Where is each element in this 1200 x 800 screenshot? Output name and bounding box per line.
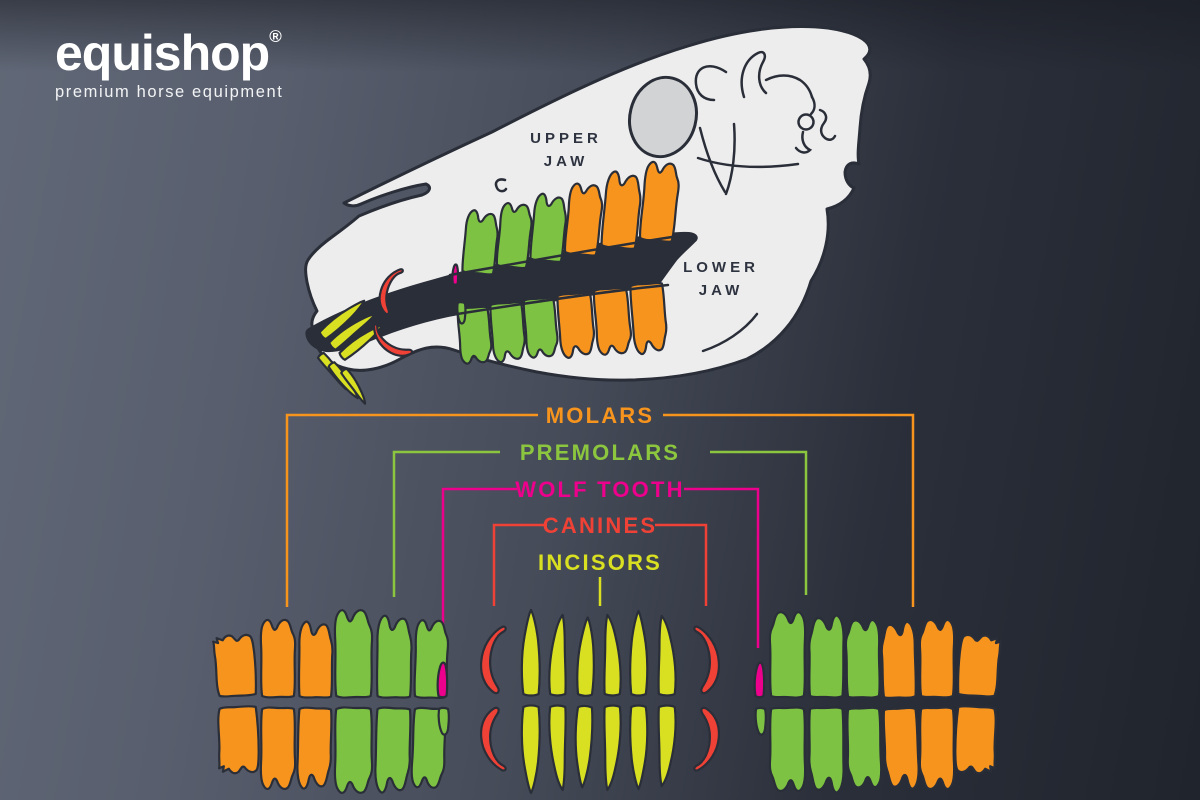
molar-tooth-upper (881, 622, 917, 699)
skull-teeth (317, 161, 681, 404)
skull-upper-canine (376, 266, 403, 316)
lower-jaw-label-line2: JAW (698, 282, 744, 299)
premolars-bracket (392, 450, 808, 597)
incisor-tooth-upper (522, 610, 540, 696)
right-group (755, 612, 1001, 792)
wolf-tooth-bracket (441, 487, 760, 648)
canine-tooth-lower (481, 708, 506, 771)
left-group (213, 610, 449, 793)
lower-jaw-label: LOWER JAW (683, 256, 759, 302)
molar-tooth-skull-lower (556, 292, 596, 358)
premolar-tooth-upper (846, 620, 881, 698)
molar-tooth-upper (213, 634, 257, 697)
molar-tooth-upper (298, 622, 333, 698)
legend-label-canines: CANINES (542, 513, 658, 538)
premolar-tooth-skull-lower (523, 297, 559, 358)
center-group (481, 610, 719, 793)
molar-tooth-skull-upper (600, 171, 643, 250)
molar-tooth-lower (216, 706, 260, 774)
skull-upper-incisor (328, 308, 376, 351)
skull-lower-canine (366, 324, 415, 362)
premolar-tooth-lower (770, 707, 805, 790)
premolar-tooth-skull-upper (496, 202, 534, 269)
molar-tooth-skull-upper (564, 183, 605, 257)
molars-bracket (285, 413, 915, 607)
legend-label-wolf-tooth: WOLF TOOTH (515, 477, 685, 502)
premolar-tooth-lower (335, 707, 372, 792)
canine-tooth-upper (694, 627, 719, 693)
legend-label-molars: MOLARS (545, 403, 655, 428)
upper-jaw-label: UPPER JAW (530, 127, 602, 173)
registered-trademark-icon: ® (269, 27, 282, 46)
molar-tooth-lower (954, 706, 998, 774)
wolf-tooth-tooth-upper (755, 663, 765, 698)
incisor-tooth-upper (604, 615, 620, 695)
eye-socket (628, 75, 698, 159)
molar-tooth-upper (957, 634, 1001, 697)
molar-tooth-lower (920, 708, 954, 789)
molar-tooth-skull-upper (639, 161, 681, 243)
logo-text: equishop® (55, 25, 282, 81)
incisor-tooth-lower (574, 706, 593, 788)
canine-tooth-upper (481, 627, 506, 693)
molar-tooth-skull-lower (593, 287, 633, 355)
molar-tooth-upper (261, 620, 295, 697)
wolf-tooth-tooth-upper (438, 663, 448, 698)
premolar-tooth-upper (809, 616, 843, 698)
horse-skull-illustration (304, 25, 872, 405)
incisor-tooth-upper (630, 611, 647, 696)
skull-detail-lines (494, 50, 837, 353)
teeth-diagram (213, 610, 1001, 793)
skull-lower-incisor (341, 368, 370, 404)
molar-tooth-skull-lower (629, 282, 668, 354)
legend-label-incisors: INCISORS (538, 550, 662, 575)
premolar-tooth-upper (335, 610, 372, 697)
premolar-tooth-upper (376, 616, 412, 698)
lower-jaw-label-line1: LOWER (683, 259, 759, 276)
incisor-tooth-upper (549, 615, 565, 695)
legend-label-premolars: PREMOLARS (519, 440, 681, 465)
incisor-tooth-upper (577, 617, 596, 696)
upper-jaw-label-line2: JAW (543, 153, 589, 170)
canine-tooth-lower (694, 708, 719, 771)
molar-tooth-lower (883, 708, 919, 790)
premolar-tooth-lower (809, 707, 843, 792)
upper-jaw-label-line1: UPPER (530, 130, 602, 147)
skull-upper-incisor (318, 297, 367, 341)
premolar-tooth-skull-upper (461, 210, 500, 276)
legend-brackets (285, 413, 915, 648)
logo-tagline: premium horse equipment (55, 83, 284, 101)
molar-tooth-lower (297, 708, 332, 789)
molar-tooth-upper (920, 620, 954, 697)
premolar-tooth-lower (847, 708, 882, 788)
molar-tooth-lower (261, 708, 295, 789)
premolar-tooth-skull-lower (457, 306, 493, 364)
premolar-tooth-skull-upper (529, 193, 568, 263)
incisor-tooth-lower (659, 706, 676, 786)
incisor-tooth-lower (549, 705, 565, 790)
premolar-tooth-lower (375, 707, 411, 793)
gum-lines (448, 235, 674, 317)
canines-bracket (492, 523, 708, 606)
brand-logo: equishop® premium horse equipment (55, 26, 283, 102)
premolar-tooth-skull-lower (489, 301, 526, 362)
incisor-tooth-lower (522, 705, 540, 793)
incisor-tooth-upper (659, 616, 676, 695)
premolar-small-tooth-lower (756, 708, 766, 735)
premolar-tooth-upper (770, 612, 805, 697)
premolar-small-tooth-lower (439, 708, 449, 735)
incisor-tooth-lower (630, 706, 647, 790)
incisor-tooth-lower (604, 705, 620, 790)
